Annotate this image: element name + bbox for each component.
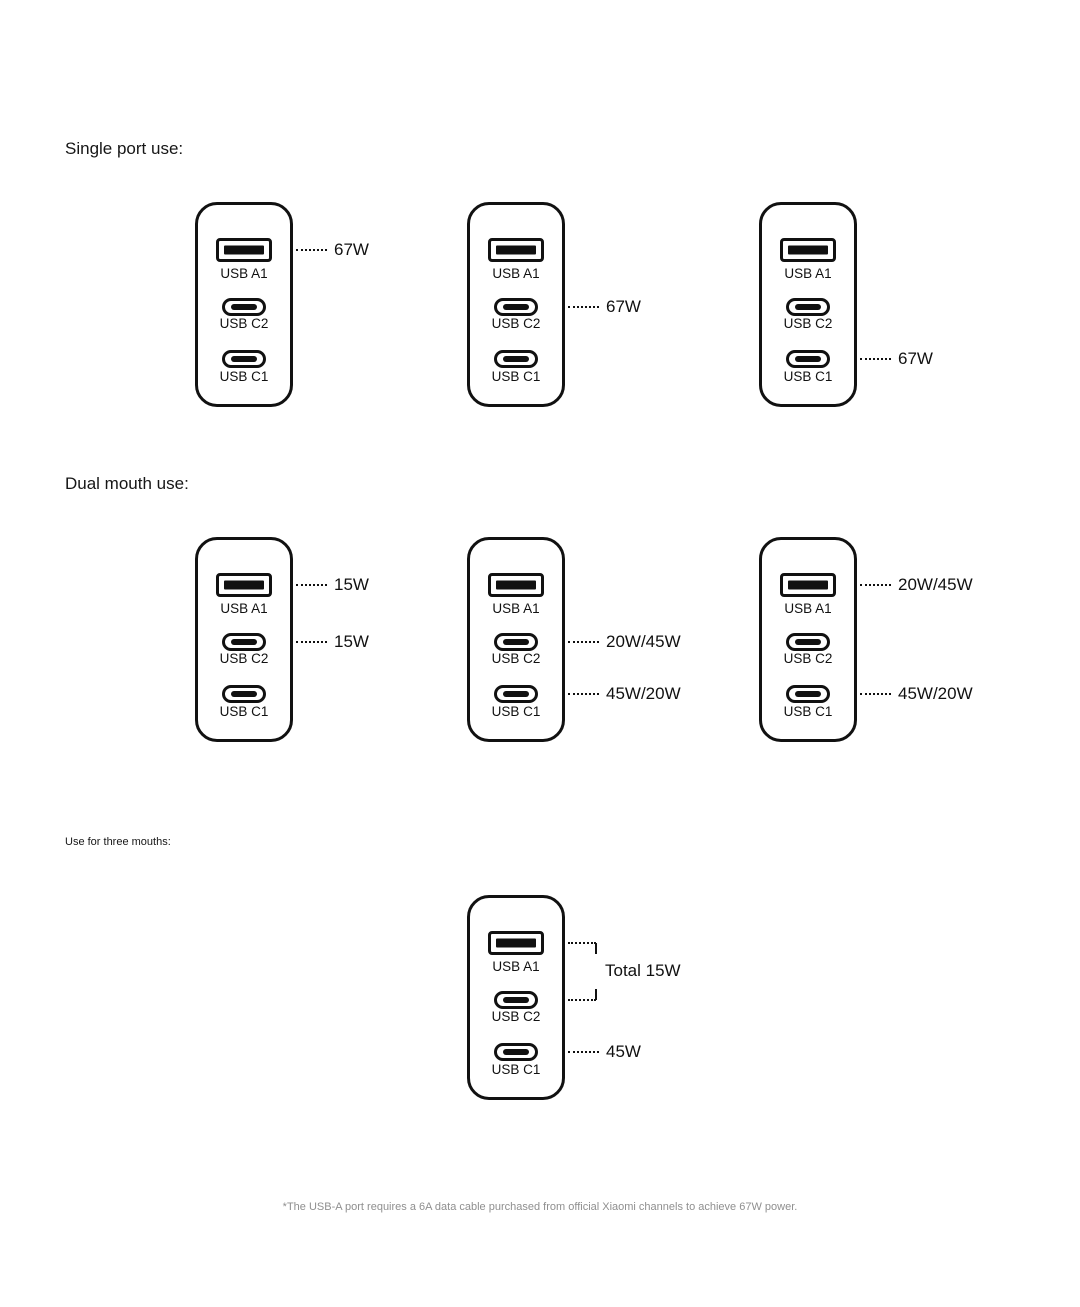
dotted-connector-line	[296, 641, 327, 643]
port-label-usb-a1: USB A1	[492, 959, 540, 974]
charger-dual-3: USB A1 USB C2 USB C1	[759, 537, 857, 742]
port-label-usb-c2: USB C2	[491, 316, 541, 331]
usb-c-port-icon	[494, 298, 538, 316]
usb-c-port-icon	[786, 298, 830, 316]
port-label-usb-c2: USB C2	[783, 316, 833, 331]
usb-c-port-icon	[494, 685, 538, 703]
wattage-label: 67W	[334, 240, 369, 259]
dotted-connector-line	[568, 693, 599, 695]
wattage-label: 45W	[606, 1042, 641, 1061]
port-label-usb-c1: USB C1	[783, 704, 833, 719]
port-label-usb-a1: USB A1	[492, 266, 540, 281]
charger-single-2: USB A1 USB C2 USB C1	[467, 202, 565, 407]
port-label-usb-c1: USB C1	[491, 1062, 541, 1077]
wattage-label-total: Total 15W	[605, 961, 681, 980]
wattage-label: 67W	[898, 349, 933, 368]
port-label-usb-c2: USB C2	[491, 651, 541, 666]
usb-a-port-icon	[488, 238, 544, 262]
usb-a-port-icon	[488, 573, 544, 597]
port-label-usb-a1: USB A1	[220, 601, 268, 616]
wattage-callout: 20W/45W	[568, 632, 681, 652]
section-heading-single-port: Single port use:	[65, 139, 184, 158]
usb-a-port-icon	[780, 573, 836, 597]
port-label-usb-c1: USB C1	[491, 704, 541, 719]
section-heading-three-mouths: Use for three mouths:	[65, 836, 171, 848]
usb-c-port-icon	[494, 350, 538, 368]
port-label-usb-a1: USB A1	[492, 601, 540, 616]
dotted-connector-line	[568, 1051, 599, 1053]
usb-c-port-icon	[494, 991, 538, 1009]
dotted-connector-line	[296, 249, 327, 251]
dotted-connector-line	[568, 306, 599, 308]
port-label-usb-a1: USB A1	[220, 266, 268, 281]
wattage-callout: 67W	[296, 240, 369, 260]
port-label-usb-c2: USB C2	[219, 316, 269, 331]
usb-a-port-icon	[488, 931, 544, 955]
port-label-usb-c2: USB C2	[219, 651, 269, 666]
port-label-usb-a1: USB A1	[784, 266, 832, 281]
wattage-label: 15W	[334, 632, 369, 651]
usb-c-port-icon	[222, 298, 266, 316]
usb-c-port-icon	[222, 685, 266, 703]
wattage-callout: 45W/20W	[568, 684, 681, 704]
charger-dual-2: USB A1 USB C2 USB C1	[467, 537, 565, 742]
bracket-dash-down	[595, 943, 597, 954]
usb-c-port-icon	[786, 350, 830, 368]
dotted-connector-line	[860, 358, 891, 360]
dotted-connector-line	[296, 584, 327, 586]
charger-single-3: USB A1 USB C2 USB C1	[759, 202, 857, 407]
charger-single-1: USB A1 USB C2 USB C1	[195, 202, 293, 407]
wattage-label: 45W/20W	[898, 684, 973, 703]
usb-c-port-icon	[786, 685, 830, 703]
usb-c-port-icon	[222, 350, 266, 368]
usb-c-port-icon	[786, 633, 830, 651]
port-label-usb-c1: USB C1	[491, 369, 541, 384]
wattage-label: 20W/45W	[606, 632, 681, 651]
dotted-connector-line	[568, 641, 599, 643]
dotted-connector-line	[568, 942, 596, 944]
footnote-text: *The USB-A port requires a 6A data cable…	[282, 1201, 798, 1213]
wattage-label: 67W	[606, 297, 641, 316]
usb-a-port-icon	[216, 238, 272, 262]
port-label-usb-c2: USB C2	[491, 1009, 541, 1024]
wattage-label: 45W/20W	[606, 684, 681, 703]
wattage-callout: 67W	[860, 349, 933, 369]
section-heading-dual-mouth: Dual mouth use:	[65, 474, 189, 493]
port-label-usb-c1: USB C1	[219, 704, 269, 719]
charger-dual-1: USB A1 USB C2 USB C1	[195, 537, 293, 742]
port-label-usb-c2: USB C2	[783, 651, 833, 666]
dotted-connector-line	[568, 999, 596, 1001]
usb-a-port-icon	[216, 573, 272, 597]
port-label-usb-c1: USB C1	[219, 369, 269, 384]
usb-c-port-icon	[222, 633, 266, 651]
wattage-label: 15W	[334, 575, 369, 594]
charger-triple: USB A1 USB C2 USB C1	[467, 895, 565, 1100]
wattage-label: 20W/45W	[898, 575, 973, 594]
dotted-connector-line	[860, 584, 891, 586]
usb-c-port-icon	[494, 1043, 538, 1061]
usb-a-port-icon	[780, 238, 836, 262]
wattage-callout: 15W	[296, 632, 369, 652]
dotted-connector-line	[860, 693, 891, 695]
port-label-usb-c1: USB C1	[783, 369, 833, 384]
wattage-callout: 45W/20W	[860, 684, 973, 704]
wattage-callout: 45W	[568, 1042, 641, 1062]
wattage-callout: 15W	[296, 575, 369, 595]
bracket-dash-up	[595, 989, 597, 1000]
usb-c-port-icon	[494, 633, 538, 651]
port-label-usb-a1: USB A1	[784, 601, 832, 616]
wattage-callout: 67W	[568, 297, 641, 317]
wattage-callout: 20W/45W	[860, 575, 973, 595]
